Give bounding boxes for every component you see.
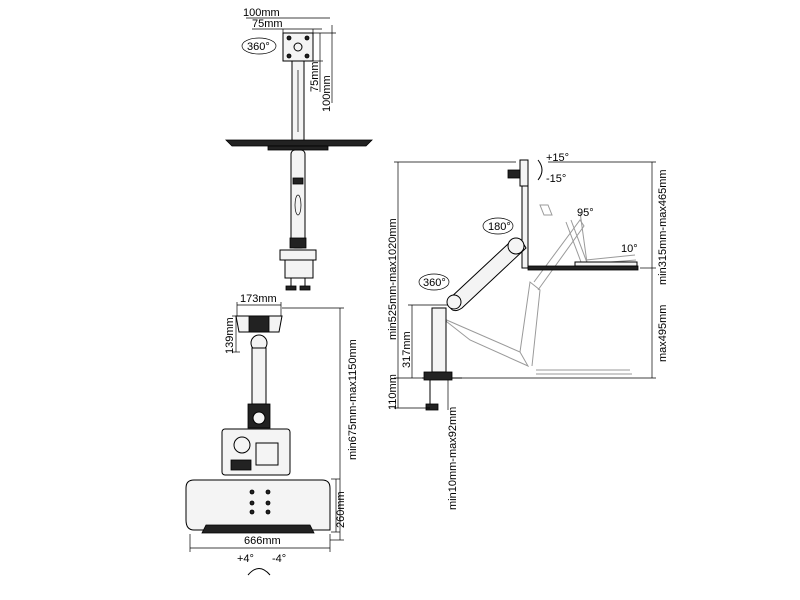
desk-clamp-front xyxy=(279,249,317,261)
dim-height-range: min675mm-max1150mm xyxy=(347,339,359,460)
tilt-arc-side xyxy=(537,159,543,181)
angle-10-label: 10° xyxy=(621,243,638,255)
angle-95-label: 95° xyxy=(577,207,594,219)
side-view: +15° -15° 95° 10° 180° 360° min525mm-max… xyxy=(387,152,669,510)
dim-666mm: 666mm xyxy=(244,535,281,547)
tilt-minus-label: -4° xyxy=(272,553,286,565)
rotation-360-icon xyxy=(241,37,277,55)
top-view: 173mm 139mm 260mm min675mm-max115 xyxy=(185,293,359,576)
tilt-plus-label: +4° xyxy=(237,553,254,565)
rotation-180-icon xyxy=(482,217,514,235)
dim-139mm: 139mm xyxy=(224,317,236,354)
dim-max495mm: max495mm xyxy=(657,305,669,362)
rotation-360-side-icon xyxy=(418,273,450,291)
keyboard-tray-top xyxy=(185,479,331,531)
rotation-360-label: 360° xyxy=(247,41,270,53)
desk-clamp-side xyxy=(423,371,453,381)
lower-pole-side xyxy=(431,307,447,373)
arm-top xyxy=(251,347,267,405)
tilt-arc-icon xyxy=(247,568,271,576)
tilt-minus-15: -15° xyxy=(546,173,566,185)
gas-arm-front xyxy=(290,149,306,249)
dim-110mm: 110mm xyxy=(387,374,399,410)
dim-100mm-top: 100mm xyxy=(243,7,280,19)
dim-75mm-top: 75mm xyxy=(252,18,283,30)
tilt-plus-15: +15° xyxy=(546,152,569,164)
dim-173mm: 173mm xyxy=(240,293,277,305)
dim-260mm: 260mm xyxy=(335,491,347,528)
keyboard-tray-front xyxy=(225,139,373,147)
dim-total-height: min525mm-max1020mm xyxy=(387,218,399,340)
ghost-arm-lowered xyxy=(441,317,530,368)
rotation-180-label: 180° xyxy=(488,221,511,233)
dim-317mm: 317mm xyxy=(401,331,413,368)
dim-keyboard-range: min315mm-max465mm xyxy=(657,169,669,285)
front-view: 100mm 75mm 75mm 100mm 360° xyxy=(225,7,373,291)
keyboard-tray-side xyxy=(527,265,639,271)
vertical-post-side xyxy=(521,185,529,269)
rotation-360-side-label: 360° xyxy=(423,277,446,289)
dim-75mm-side: 75mm xyxy=(309,61,321,92)
monitor-plate-side xyxy=(519,159,529,187)
dim-desk-thickness: min10mm-max92mm xyxy=(447,407,459,510)
dim-100mm-side: 100mm xyxy=(321,75,333,112)
